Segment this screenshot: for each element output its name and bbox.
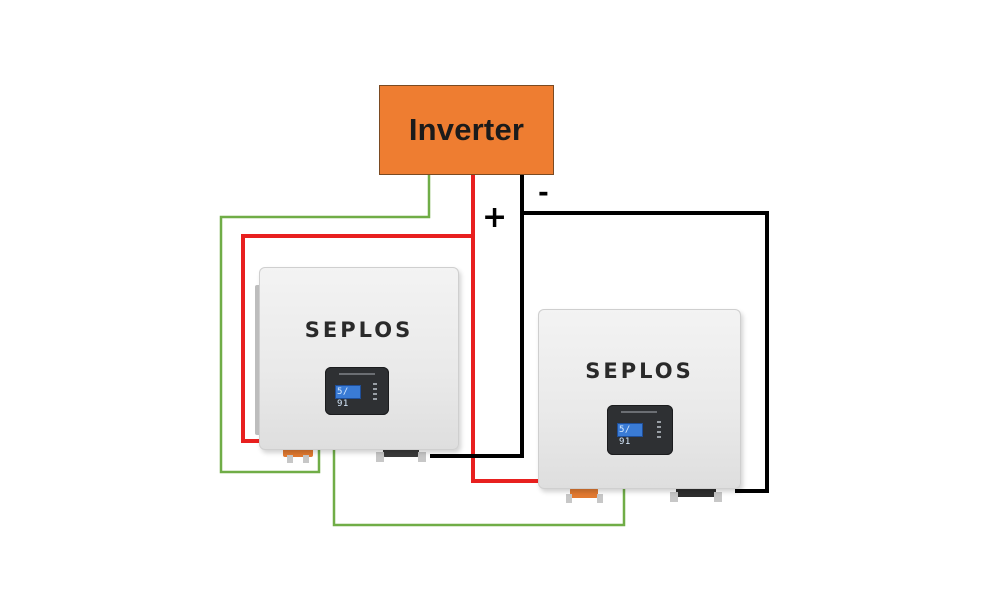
positive-wire-battery2	[471, 175, 541, 483]
status-led	[373, 383, 377, 385]
battery-brand-logo: SEPLOS	[304, 318, 414, 342]
battery-display-panel: 5/ 91	[607, 405, 673, 455]
lcd-readout: 5/ 91	[619, 425, 631, 447]
inverter-box: Inverter	[379, 85, 554, 175]
status-led	[657, 426, 661, 428]
status-leds	[657, 421, 663, 441]
negative-wire-battery2	[522, 211, 769, 493]
status-led	[373, 398, 377, 400]
battery-unit-1: SEPLOS 5/ 91	[255, 267, 459, 450]
inverter-label: Inverter	[408, 112, 525, 147]
status-led	[657, 431, 661, 433]
battery-side-trim	[255, 285, 259, 435]
status-led	[373, 393, 377, 395]
comm-wire-battery1-to-battery2	[332, 449, 626, 527]
status-leds	[373, 383, 379, 403]
display-header-mark	[339, 373, 375, 375]
status-led	[657, 421, 661, 423]
comm-wire-inverter-to-battery1	[219, 175, 431, 474]
status-led	[657, 436, 661, 438]
lcd-readout: 5/ 91	[337, 387, 349, 409]
status-led	[373, 388, 377, 390]
battery-brand-logo: SEPLOS	[585, 359, 694, 383]
battery-display-panel: 5/ 91	[325, 367, 389, 415]
positive-terminal-label: +	[482, 200, 508, 235]
negative-terminal-label: -	[538, 178, 549, 208]
battery-lcd: 5/ 91	[335, 385, 361, 409]
display-header-mark	[621, 411, 657, 413]
negative-wire-battery1	[430, 175, 524, 458]
battery-unit-2: SEPLOS 5/ 91	[538, 309, 741, 489]
battery-lcd: 5/ 91	[617, 423, 643, 447]
